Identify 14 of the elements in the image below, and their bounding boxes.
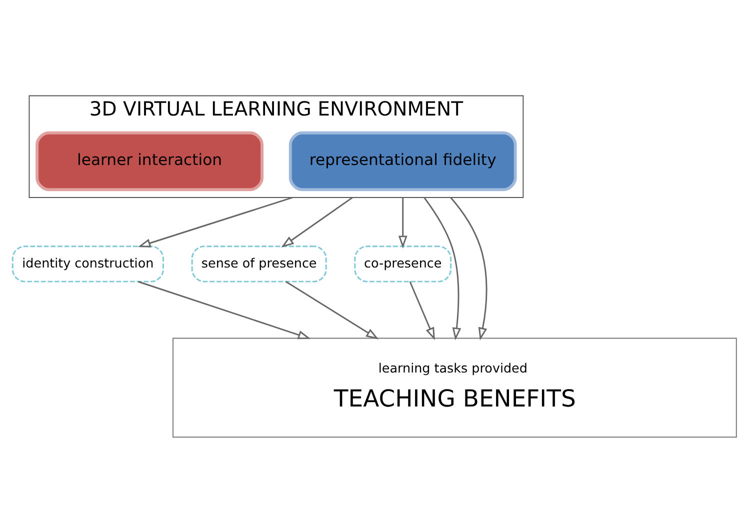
node-box: representational fidelity [288, 130, 517, 191]
arrow [285, 280, 379, 339]
arrow [138, 280, 311, 339]
arrow [138, 196, 294, 247]
node-box: co-presence [354, 245, 452, 282]
arrow [450, 196, 488, 340]
node-box: sense of presence [191, 245, 327, 282]
node-box: learning tasks provided TEACHING BENEFITS [172, 337, 737, 438]
arrow [409, 280, 435, 340]
arrow [398, 196, 408, 248]
node-box: identity construction [12, 245, 164, 282]
node-box: learner interaction [36, 130, 264, 191]
arrow [424, 196, 462, 340]
arrow [281, 196, 354, 247]
